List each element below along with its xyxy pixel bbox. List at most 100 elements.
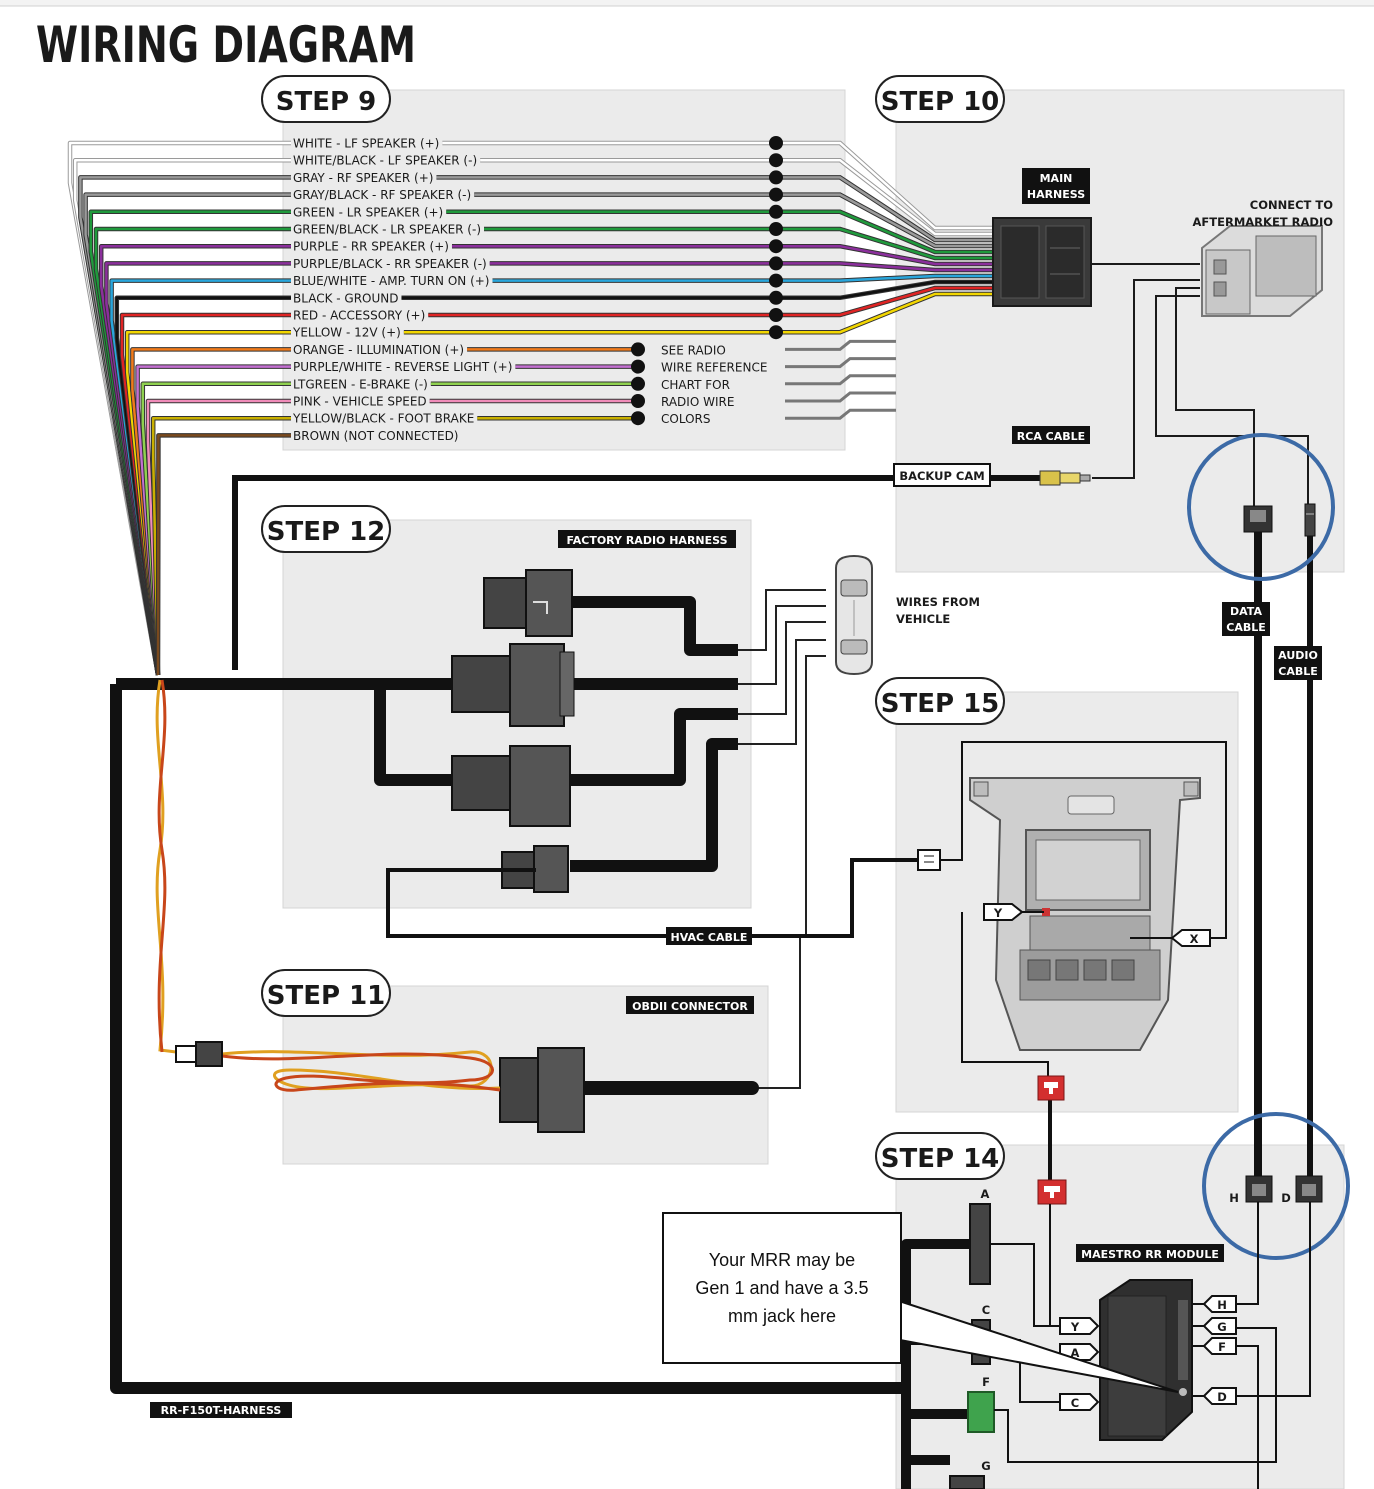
wire-path (156, 434, 291, 676)
highlight-circle-bottom (1202, 1112, 1350, 1260)
splice-dot (769, 256, 783, 271)
reference-wire (785, 339, 896, 351)
module-port-h-label: H (1217, 1298, 1227, 1312)
factory-harness-cables (116, 596, 738, 872)
hvac-cable-tag: HVAC CABLE (666, 927, 752, 945)
wires-from-label-2: VEHICLE (896, 612, 950, 626)
step15-label: STEP 15 (881, 689, 1000, 719)
wire-label: YELLOW/BLACK - FOOT BRAKE (292, 412, 474, 426)
step10-badge: STEP 10 (875, 75, 1005, 123)
rca-cable-label: RCA CABLE (1017, 430, 1085, 443)
x-pointer: X (1130, 929, 1211, 947)
reference-wire (785, 374, 896, 386)
wire-label: LTGREEN - E-BRAKE (-) (293, 377, 428, 391)
module-port-d-label: D (1217, 1390, 1227, 1404)
obdii-plug (499, 1047, 585, 1133)
data-cable-tag: DATA CABLE (1222, 602, 1270, 636)
red-connector-top (1037, 1075, 1065, 1101)
wire-label: ORANGE - ILLUMINATION (+) (293, 343, 464, 357)
splice-dot (769, 170, 783, 185)
audio-cable-tag: AUDIO CABLE (1274, 646, 1322, 680)
wire-path (446, 210, 993, 254)
wire-path-outline (67, 140, 291, 676)
splice-dot (769, 222, 783, 236)
reference-wire (785, 391, 896, 403)
backup-cam-label: BACKUP CAM (899, 469, 984, 483)
dash-kit (969, 777, 1201, 1051)
reference-wire (785, 408, 896, 420)
step11-badge: STEP 11 (261, 969, 391, 1017)
dash-x-label: X (1190, 932, 1199, 946)
splice-dot (631, 342, 645, 357)
hvac-cable (386, 858, 918, 938)
module-port-c: C (1059, 1393, 1100, 1411)
step9-panel (282, 89, 846, 451)
splice-dot (769, 290, 783, 305)
factory-radio-harness-tag: FACTORY RADIO HARNESS (558, 530, 736, 548)
twisted-pair-connector (175, 1041, 223, 1067)
see-radio-line: CHART FOR (661, 378, 730, 392)
wire-path (451, 244, 993, 266)
step10-label: STEP 10 (881, 87, 1000, 117)
data-cable-label-2: CABLE (1226, 621, 1266, 634)
harness-name-label: RR-F150T-HARNESS (161, 1404, 282, 1417)
splice-dot (769, 239, 783, 254)
twisted-pair (155, 679, 501, 1092)
wire-label: WHITE - LF SPEAKER (+) (293, 137, 439, 151)
main-harness-tag: MAIN HARNESS (1022, 168, 1090, 204)
splice-dot (769, 273, 783, 288)
module-port-c-label: C (1071, 1396, 1079, 1410)
see-radio-line: WIRE REFERENCE (661, 361, 767, 375)
vehicle-wire-lines (738, 589, 826, 1089)
wire-label: GREEN/BLACK - LR SPEAKER (-) (293, 223, 481, 237)
reference-wire (785, 357, 896, 369)
port-g-label: G (981, 1459, 990, 1473)
audio-cable-label-2: CABLE (1278, 665, 1318, 678)
main-harness-connector (992, 217, 1092, 307)
dash-y-label: Y (993, 906, 1003, 920)
splice-dot (631, 376, 645, 391)
step14-badge: STEP 14 (875, 1132, 1005, 1180)
d-plug-label: D (1281, 1191, 1291, 1205)
splice-dot (769, 153, 783, 168)
wire-path (68, 141, 291, 676)
main-harness-label-2: HARNESS (1027, 188, 1085, 201)
harness-name-tag: RR-F150T-HARNESS (150, 1402, 292, 1418)
wire-label: PURPLE - RR SPEAKER (+) (293, 240, 449, 254)
see-radio-line: RADIO WIRE (661, 395, 734, 409)
splice-dot (769, 187, 783, 202)
data-cable-plug (1243, 505, 1273, 533)
port-f-connector: F (967, 1375, 995, 1433)
module-port-a-label: A (1071, 1346, 1080, 1360)
backup-cam-tag: BACKUP CAM (893, 463, 991, 487)
radio-feed-lines (1092, 263, 1309, 508)
wire-label: RED - ACCESSORY (+) (293, 309, 425, 323)
wire-path (403, 292, 993, 334)
splice-dot (631, 359, 645, 374)
wire-path (489, 262, 993, 272)
module-port-y-label: Y (1070, 1320, 1080, 1334)
page-title: WIRING DIAGRAM (36, 16, 416, 74)
wire-path-outline (155, 433, 291, 676)
factory-plug-2 (451, 643, 575, 727)
highlight-circle-top (1187, 433, 1335, 581)
wire-label: PURPLE/WHITE - REVERSE LIGHT (+) (293, 360, 512, 374)
wire-path (484, 227, 993, 260)
wire-label: WHITE/BLACK - LF SPEAKER (-) (293, 154, 477, 168)
wire-label: GRAY/BLACK - RF SPEAKER (-) (293, 188, 471, 202)
data-cable-label-1: DATA (1230, 605, 1262, 618)
connect-to-label-2: AFTERMARKET RADIO (1193, 215, 1334, 229)
splice-dot (769, 136, 783, 150)
wire-label: PINK - VEHICLE SPEED (293, 395, 427, 409)
wire-path (480, 158, 993, 236)
hvac-cable-label: HVAC CABLE (671, 931, 748, 944)
dash-kit-wire (940, 741, 1227, 939)
port-c-label: C (982, 1303, 990, 1317)
h-plug: H (1229, 1175, 1273, 1205)
module-port-d: D (1192, 1387, 1237, 1405)
wire-path (492, 274, 993, 282)
wire-label: PURPLE/BLACK - RR SPEAKER (-) (293, 257, 487, 271)
see-radio-line: COLORS (661, 412, 710, 426)
rca-plug (1039, 470, 1091, 486)
wire-label: YELLOW - 12V (+) (292, 326, 401, 340)
